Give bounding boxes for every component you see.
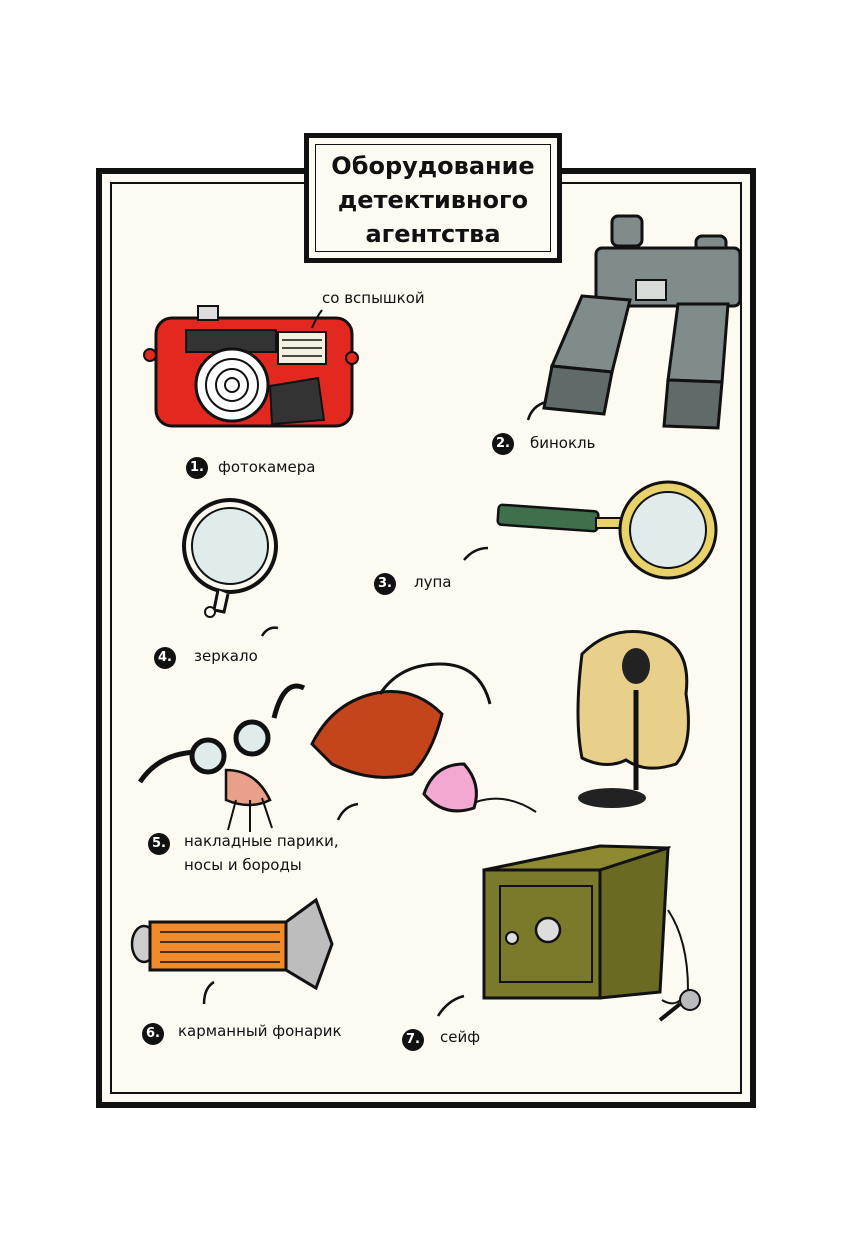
item-number-6: 6.	[142, 1023, 164, 1045]
item-number-2: 2.	[492, 433, 514, 455]
item-label-mirror: зеркало	[194, 647, 258, 665]
item-label-flashlight: карманный фонарик	[178, 1022, 342, 1040]
safe-icon	[482, 844, 701, 1022]
title-line-1: Оборудование	[331, 152, 535, 180]
pointer-arrows	[202, 400, 547, 1017]
disguise-icon	[137, 630, 690, 832]
item-label-binoculars: бинокль	[530, 434, 596, 452]
item-number-3: 3.	[374, 573, 396, 595]
flash-annotation: со вспышкой	[322, 289, 425, 307]
item-label-camera: фотокамера	[218, 458, 316, 476]
item-number-4: 4.	[154, 647, 176, 669]
camera-icon	[143, 305, 359, 428]
item-label-disguise-line-2: носы и бороды	[184, 856, 302, 874]
item-label-magnifier: лупа	[414, 573, 452, 591]
item-label-disguise-line-1: накладные парики,	[184, 832, 339, 850]
title-box-inner-border	[315, 144, 551, 252]
flashlight-icon	[130, 897, 334, 991]
title-line-2: детективного	[337, 186, 529, 214]
item-number-7: 7.	[402, 1029, 424, 1051]
title-box: Оборудование детективного агентства	[304, 133, 562, 263]
binoculars-icon	[542, 214, 742, 430]
title-line-3: агентства	[365, 220, 501, 248]
item-number-1: 1.	[186, 457, 208, 479]
mirror-icon	[182, 498, 278, 618]
item-number-5: 5.	[148, 833, 170, 855]
magnifying-glass-icon	[496, 480, 718, 580]
item-label-safe: сейф	[440, 1028, 481, 1046]
